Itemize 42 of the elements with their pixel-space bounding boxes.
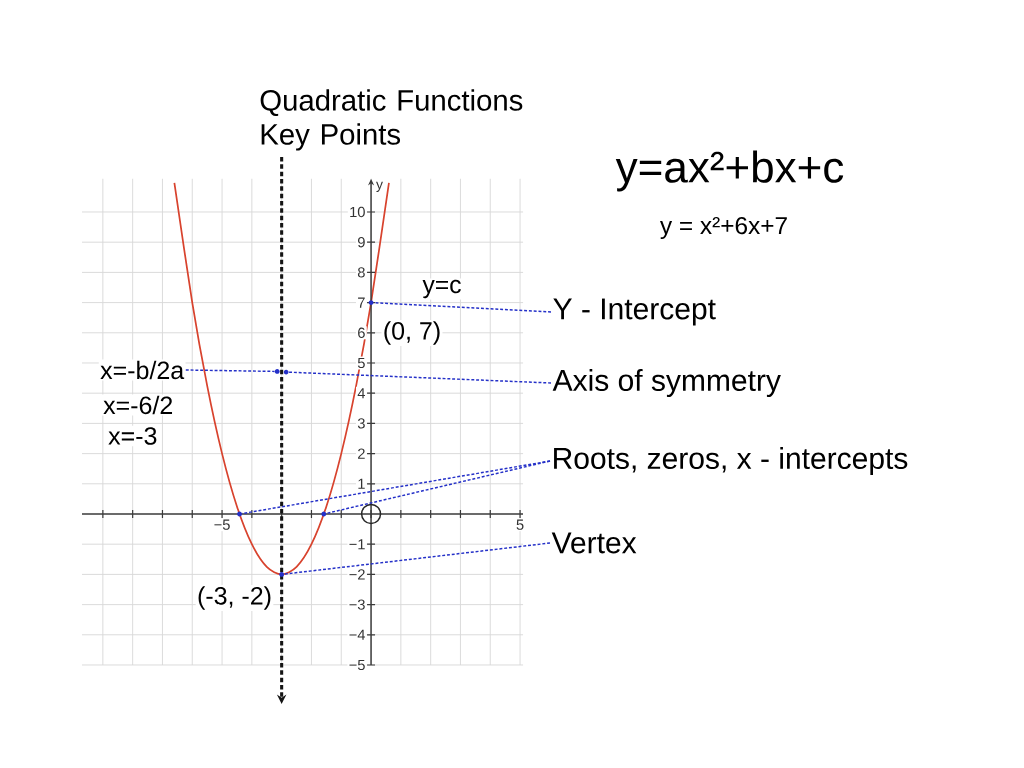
tick-label: −5 xyxy=(214,519,230,530)
point-marker xyxy=(321,511,327,517)
formula-label: x=-6/2 xyxy=(101,394,175,416)
tick-label: 10 xyxy=(350,206,365,218)
callout-label: Axis of symmetry xyxy=(551,367,783,399)
formula-label: y=c xyxy=(421,278,463,300)
point-marker xyxy=(368,300,374,305)
tick-label: 8 xyxy=(357,267,365,278)
tick-label: −5 xyxy=(349,659,365,671)
tick-label: 3 xyxy=(357,418,365,429)
point-marker xyxy=(283,369,289,375)
tick-label: −2 xyxy=(349,569,365,580)
tick-label: 5 xyxy=(357,357,365,369)
tick-label: 7 xyxy=(358,297,365,308)
tick-label: −3 xyxy=(349,599,365,610)
leader-line xyxy=(185,369,276,373)
tick-label: 9 xyxy=(358,237,365,248)
tick-label: 5 xyxy=(516,519,524,530)
leader-line xyxy=(325,460,551,515)
point-marker xyxy=(274,369,280,374)
point-marker xyxy=(279,572,285,577)
formula-label: x=-b/2a xyxy=(98,359,186,381)
tick-label: −4 xyxy=(349,629,365,640)
tick-label: −1 xyxy=(349,539,365,550)
callout-label: Vertex xyxy=(550,531,638,555)
general-equation: y=ax²+bx+c xyxy=(614,149,846,193)
point-marker xyxy=(237,511,242,517)
callout-label: Y - Intercept xyxy=(551,297,718,327)
point-label: (0, 7) xyxy=(381,320,443,346)
leader-line xyxy=(283,542,551,575)
tick-label: 6 xyxy=(358,327,365,338)
tick-label: 4 xyxy=(357,388,365,399)
title: Quadratic Functions Key Points xyxy=(260,89,523,151)
leader-line xyxy=(373,302,552,313)
axis-label: y xyxy=(376,181,383,192)
tick-label: 2 xyxy=(358,448,365,459)
formula-label: x=-3 xyxy=(106,425,159,447)
point-label: (-3, -2) xyxy=(195,585,274,611)
tick-label: 1 xyxy=(358,478,365,489)
leader-line xyxy=(288,371,552,384)
callout-label: Roots, zeros, x - intercepts xyxy=(550,445,910,477)
equation-text: y = x²+6x+7 xyxy=(658,215,790,241)
